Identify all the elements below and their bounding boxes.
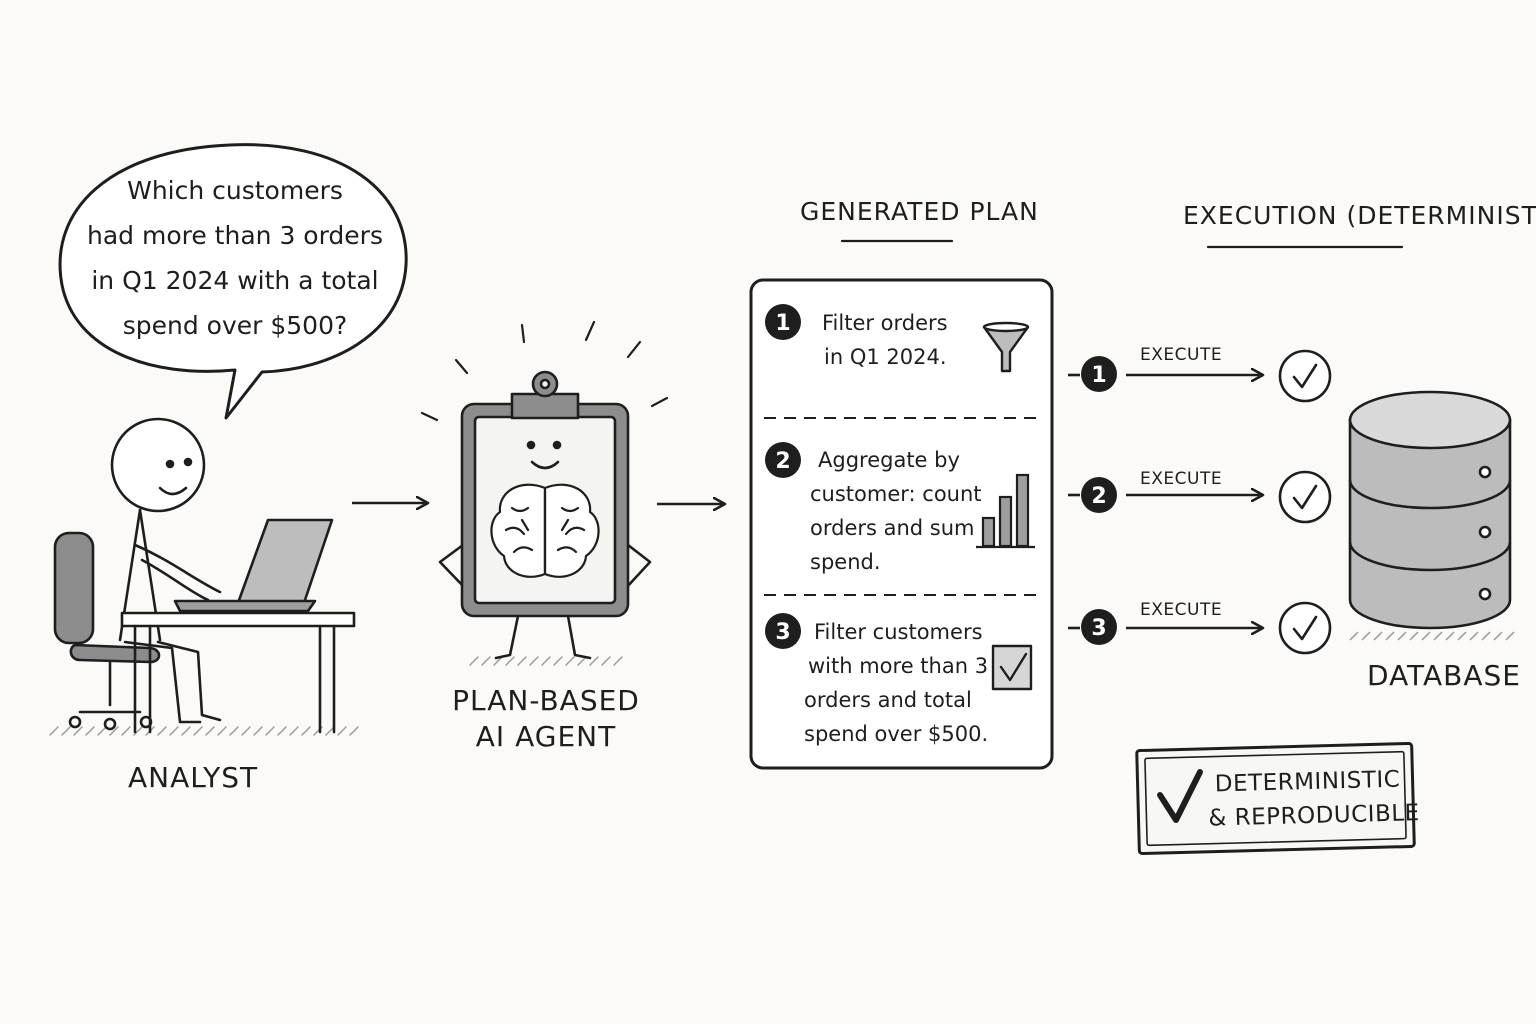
svg-text:2: 2 [1091,484,1106,509]
agent-label-line-1: PLAN-BASED [452,684,640,717]
execute-label-1: EXECUTE [1140,345,1223,365]
speech-bubble-text: Which customers had more than 3 orders i… [60,168,410,348]
plan-step-line: Filter customers [814,620,983,644]
plan-step-line: orders and sum [810,516,975,540]
agent-label: PLAN-BASED AI AGENT [446,683,646,756]
laptop [173,518,334,613]
plan-panel [749,278,1054,770]
badge-text: DETERMINISTIC & REPRODUCIBLE [1207,762,1420,835]
funnel-icon [982,321,1030,373]
agent-label-line-2: AI AGENT [475,720,617,754]
execute-label-2: EXECUTE [1140,469,1223,489]
check-circle-icon [1278,601,1332,655]
analyst-figure [49,417,359,736]
plan-step-1-text: Filter orders in Q1 2024. [822,306,948,374]
check-circle-icon [1278,470,1332,524]
plan-step-line: Aggregate by [818,448,960,472]
plan-step-3-text: Filter customers with more than 3 orders… [804,615,988,751]
checkbox-icon [991,644,1033,691]
plan-step-line: with more than 3 [808,654,989,678]
clipboard-clip [510,392,580,420]
analyst-label: ANALYST [128,761,259,794]
ai-agent-figure [420,320,669,666]
plan-step-line: orders and total [804,688,972,712]
svg-text:1: 1 [1091,363,1106,388]
plan-step-1-number: 1 [765,304,801,340]
plan-step-line: in Q1 2024. [824,345,947,369]
execution-row-3: 3 [1068,609,1262,645]
plan-step-line: Filter orders [822,311,948,335]
bar-chart-icon [976,473,1035,549]
speech-line: in Q1 2024 with a total [91,266,379,295]
plan-step-2-text: Aggregate by customer: count orders and … [810,443,982,579]
svg-text:3: 3 [775,620,790,645]
desk [120,611,356,734]
execution-row-2: 2 [1068,477,1262,513]
brain-icon [490,483,600,578]
execution-row-1: 1 [1068,356,1262,392]
execute-label-3: EXECUTE [1140,600,1223,620]
svg-text:3: 3 [1091,616,1106,641]
analyst-body [110,417,222,724]
deterministic-badge [1135,741,1416,855]
speech-line: Which customers [127,176,343,205]
plan-step-line: spend. [810,550,881,574]
check-circle-icon [1278,349,1332,403]
plan-title: GENERATED PLAN [800,197,1039,226]
plan-step-line: customer: count [810,482,982,506]
speech-line: spend over $500? [122,311,348,340]
ground-hatching [49,726,359,736]
office-chair [53,531,161,731]
execution-title: EXECUTION (DETERMINISTIC) [1183,201,1536,230]
plan-step-line: spend over $500. [804,722,989,746]
spark-lines [420,320,669,422]
svg-text:2: 2 [775,449,790,474]
database-label: DATABASE [1367,659,1521,692]
svg-text:1: 1 [775,311,790,336]
plan-step-3-number: 3 [765,613,801,649]
badge-line-1: DETERMINISTIC [1214,766,1401,798]
plan-step-2-number: 2 [765,442,801,478]
badge-line-2: & REPRODUCIBLE [1208,800,1420,832]
agent-shadow [469,656,623,666]
database-icon [1348,390,1515,641]
speech-line: had more than 3 orders [87,221,383,250]
badge-check-icon [1157,769,1203,823]
speech-bubble [58,143,408,420]
